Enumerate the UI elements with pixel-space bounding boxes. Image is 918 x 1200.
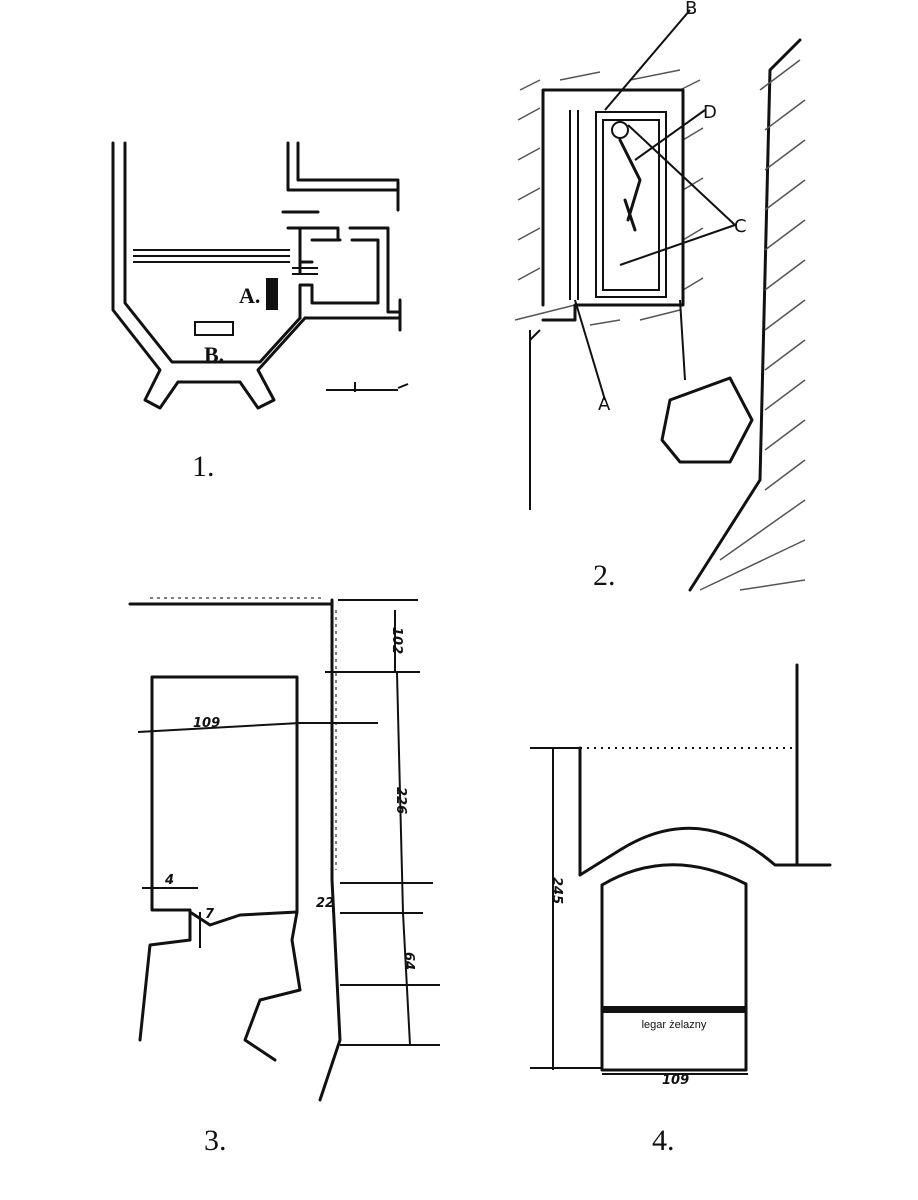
figure-number: 1. — [192, 450, 215, 483]
dimension-label: 7 — [205, 907, 215, 922]
label-b: B. — [204, 342, 224, 367]
iron-beam — [602, 1006, 746, 1013]
label-a: A — [598, 394, 611, 415]
dimension-label: 245 — [549, 877, 564, 904]
label-d: D — [703, 102, 717, 123]
dimension-label: 4 — [164, 873, 174, 888]
dimension-label: 226 — [393, 787, 408, 814]
figure-2-sketch: B D C A 2. — [514, 0, 806, 592]
label-b: B — [685, 0, 697, 19]
label-a: A. — [239, 283, 260, 308]
marker-a — [266, 278, 278, 310]
dimension-label: 109 — [662, 1073, 689, 1088]
dimension-label: 64 — [401, 952, 416, 970]
figure-3-elevation: 102 109 226 4 7 22 64 3. — [128, 597, 440, 1157]
figure-number: 3. — [204, 1124, 227, 1157]
figure-number: 2. — [593, 559, 616, 592]
dimension-label: 22 — [316, 896, 334, 911]
dimension-label: 109 — [193, 716, 220, 731]
figure-4-elevation: 245 109 legar żelazny 4. — [530, 663, 832, 1157]
iron-beam-label: legar żelazny — [642, 1019, 707, 1031]
figure-1-plan: A. B. 1. — [111, 141, 409, 483]
dimension-label: 102 — [389, 627, 404, 654]
marker-b — [194, 321, 234, 336]
label-c: C — [734, 216, 747, 237]
figure-number: 4. — [652, 1124, 675, 1157]
